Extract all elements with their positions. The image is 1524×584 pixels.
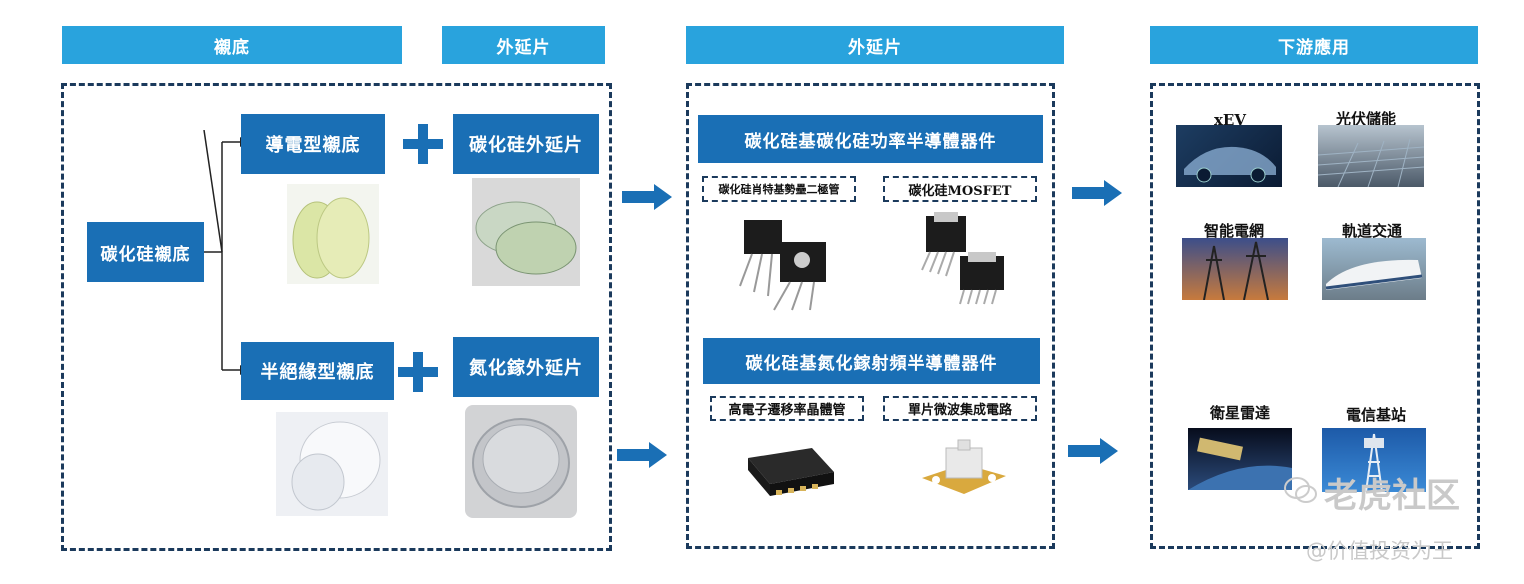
xev-image [1176,125,1282,187]
train-photo [1325,259,1423,290]
satellite-photo [1188,437,1292,490]
header-substrate: 襯底 [62,26,402,64]
wafer-photo [292,197,370,279]
epi-wafer-photo [475,201,577,275]
watermark-handle: @价值投资为王 [1306,539,1453,563]
mmic-tag: 單片微波集成電路 [883,396,1037,421]
sic-substrate-label: 碳化硅襯底 [100,244,191,265]
sic-epi-wafer-image [472,178,580,286]
mmic-module-image [922,439,1006,494]
right-arrow-icon [1072,180,1122,206]
hemt-label: 高電子遷移率晶體管 [728,403,846,418]
right-arrow-icon [622,184,672,210]
app-label-telecom-base-station: 電信基站 [1345,406,1406,424]
hemt-chip-image [748,448,834,496]
mmic-label: 單片微波集成電路 [907,403,1012,418]
app-label-rail: 軌道交通 [1341,222,1402,240]
conductive-substrate-label: 導電型襯底 [265,135,361,156]
sic-epi-box: 碳化硅外延片 [453,114,599,174]
header-epi-mid: 外延片 [686,26,1064,64]
schottky-label: 碳化硅肖特基勢壘二極管 [718,183,840,196]
watermark-brand: 老虎社区 [1324,476,1460,516]
header-substrate-text: 襯底 [214,37,250,58]
plus-icon [403,124,443,164]
mosfet-chip-image [921,212,1004,305]
header-epi-mid-text: 外延片 [848,37,902,58]
app-label-satellite-radar: 衛星雷達 [1209,404,1270,422]
wechat-logo-icon [1284,477,1317,503]
rf-device-title-text: 碳化硅基氮化鎵射頻半導體器件 [745,353,998,374]
pv-storage-image [1318,125,1424,187]
power-tower-photo [1203,241,1269,300]
cell-tower-photo [1364,433,1384,492]
gan-epi-wafer-image [465,405,577,518]
rail-image [1322,238,1426,300]
app-label-xev: xEV [1213,111,1246,129]
header-downstream: 下游應用 [1150,26,1478,64]
power-device-title-text: 碳化硅基碳化硅功率半導體器件 [744,131,997,152]
device-panel [686,83,1055,549]
rf-device-title: 碳化硅基氮化鎵射頻半導體器件 [703,338,1040,384]
power-device-title: 碳化硅基碳化硅功率半導體器件 [698,115,1043,163]
sic-epi-label: 碳化硅外延片 [469,135,583,156]
header-epi-left: 外延片 [442,26,605,64]
conductive-substrate-box: 導電型襯底 [241,114,385,174]
right-arrow-icon [617,442,667,468]
solar-panel-photo [1318,138,1424,187]
semi-insulating-wafer-image [276,412,388,516]
app-label-smart-grid: 智能電網 [1203,222,1264,240]
hemt-tag: 高電子遷移率晶體管 [710,396,864,421]
conductive-wafer-image [287,184,379,284]
semi-insulating-substrate-box: 半絕緣型襯底 [241,342,394,400]
schottky-diode-image [739,220,826,311]
mosfet-label: 碳化硅MOSFET [908,183,1012,199]
substrate-panel [61,83,612,551]
smart-grid-image [1182,238,1288,300]
header-downstream-text: 下游應用 [1278,37,1350,58]
mosfet-tag: 碳化硅MOSFET [883,176,1037,202]
header-epi-left-text: 外延片 [496,37,551,58]
gan-wafer-photo [472,418,570,508]
plus-icon [398,352,438,392]
satellite-radar-image [1188,428,1292,490]
gan-epi-label: 氮化鎵外延片 [469,358,583,379]
semi-wafer-photo [291,421,381,511]
app-label-pv-storage: 光伏儲能 [1335,110,1396,128]
telecom-base-station-image [1322,428,1426,492]
gan-epi-box: 氮化鎵外延片 [453,337,599,397]
sic-substrate-box: 碳化硅襯底 [87,222,204,282]
semi-insulating-substrate-label: 半絕緣型襯底 [260,362,375,383]
right-arrow-icon [1068,438,1118,464]
application-panel [1150,83,1480,549]
xev-car-photo [1184,146,1276,183]
schottky-tag: 碳化硅肖特基勢壘二極管 [702,176,856,202]
